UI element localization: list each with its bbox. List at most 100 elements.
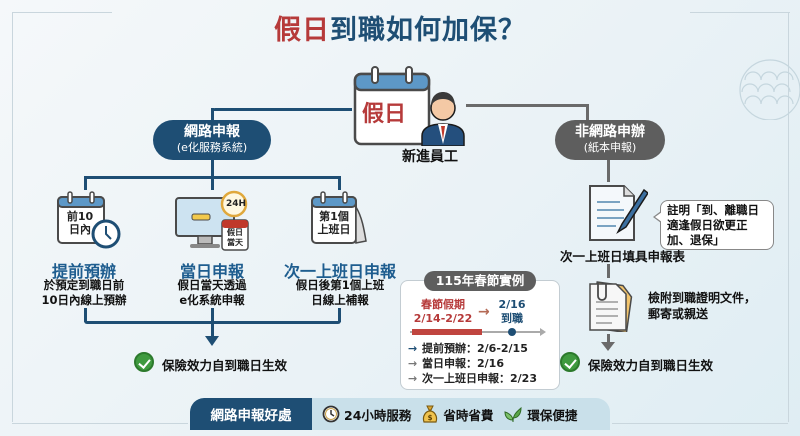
step1-icon-line1: 前10	[66, 210, 94, 223]
step2-title: 當日申報	[179, 262, 244, 281]
onboard-date-text: 2/16	[498, 298, 526, 311]
calendar-text: 假日	[362, 102, 407, 127]
connector-online-h	[212, 108, 352, 111]
online-pill-subtitle: (e化服務系統)	[176, 141, 248, 154]
offline-effect-text: 保險效力自到職日生效	[588, 358, 714, 373]
frame-left	[12, 12, 13, 422]
holiday-label: 春節假期 2/14-2/22	[408, 298, 478, 326]
step1-desc-line1: 於預定到職日前	[43, 278, 125, 292]
branch-mid-v	[211, 176, 214, 190]
benefit-save: $ 省時省費	[421, 404, 493, 424]
online-effect-text: 保險效力自到職日生效	[162, 358, 288, 373]
arrow-right-icon: →	[408, 372, 418, 385]
step1-desc-line2: 10日內線上預辦	[41, 293, 127, 307]
step2-icon-line1: 假日	[227, 228, 243, 237]
online-method-pill: 網路申報 (e化服務系統)	[153, 120, 271, 160]
step1-icon-line2: 日內	[69, 223, 91, 236]
offline-method-pill: 非網路申辦 (紙本申報)	[555, 120, 665, 160]
calendar-flip-icon	[311, 191, 367, 244]
example-row-1: →提前預辦：2/6-2/15	[408, 340, 528, 356]
benefit-save-label: 省時省費	[443, 407, 494, 423]
frame-top-right	[690, 12, 790, 13]
step3-desc: 假日後第1個上班 日線上補報	[290, 278, 390, 308]
benefit-24h: 24小時服務	[322, 405, 411, 424]
benefits-bar: 網路申報好處 24小時服務 $ 省時省費 環保便捷	[190, 398, 610, 430]
attach-line2: 郵寄或親送	[648, 307, 709, 321]
employee-label: 新進員工	[402, 149, 458, 165]
attach-line1: 檢附到職證明文件，	[648, 291, 757, 305]
holiday-range-text: 2/14-2/22	[413, 312, 473, 325]
benefit-eco: 環保便捷	[503, 405, 577, 424]
step3-desc-line2: 日線上補報	[311, 293, 369, 307]
frame-bottom	[12, 423, 188, 424]
frame-right	[788, 12, 789, 422]
offline-down-arrow-icon	[601, 342, 615, 351]
computer-24h-icon	[175, 190, 249, 251]
offline-dash-2	[607, 334, 610, 344]
attach-text: 檢附到職證明文件， 郵寄或親送	[648, 290, 756, 322]
example-row-2-text: 當日申報：2/16	[422, 357, 504, 370]
onboard-label-text: 到職	[501, 312, 523, 325]
timeline-holiday-bar	[412, 329, 482, 335]
step2-24h-badge: 24H	[226, 199, 247, 209]
form-label: 次一上班日填具申報表	[560, 249, 686, 264]
timeline-arrow-icon: →	[478, 304, 490, 320]
title-highlight: 假日	[274, 15, 330, 46]
online-pill-title: 網路申報	[184, 124, 240, 140]
calendar-clock-icon	[57, 191, 121, 249]
offline-check-icon	[560, 352, 580, 372]
frame-top	[12, 12, 112, 13]
online-trunk	[211, 160, 214, 178]
clock-icon	[322, 405, 340, 423]
check-icon	[134, 352, 154, 372]
benefits-head: 網路申報好處	[190, 398, 312, 430]
frame-bottom-right	[612, 423, 788, 424]
down-arrow-icon	[205, 336, 219, 346]
example-tag: 115年春節實例	[424, 271, 536, 291]
wave-pattern-icon	[739, 59, 800, 120]
example-row-2: → 當日申報：2/16	[408, 355, 504, 371]
connector-offline-h	[466, 104, 588, 107]
arrow-right-icon: →	[408, 357, 418, 370]
benefit-24h-label: 24小時服務	[344, 407, 412, 423]
step1-title: 提前預辦	[51, 262, 116, 281]
example-box	[400, 280, 560, 390]
employee-avatar-icon	[421, 92, 465, 146]
bubble-line2: 適逢假日欲更正	[667, 218, 748, 232]
merge-down-v	[211, 308, 214, 338]
benefit-eco-label: 環保便捷	[527, 407, 578, 423]
merge-left-v	[84, 308, 87, 322]
timeline-end-arrow-icon	[540, 328, 546, 336]
holiday-label-text: 春節假期	[421, 298, 465, 311]
step2-desc-line2: e化系統申報	[179, 293, 245, 307]
step1-desc: 於預定到職日前 10日內線上預辦	[34, 278, 134, 308]
step2-desc: 假日當天透過 e化系統申報	[162, 278, 262, 308]
svg-text:$: $	[428, 414, 433, 422]
bubble-line1: 註明「到、離職日	[667, 203, 759, 217]
branch-left-v	[84, 176, 87, 190]
offline-trunk	[607, 160, 610, 182]
step3-title: 次一上班日申報	[283, 262, 396, 281]
note-bubble: 註明「到、離職日 適逢假日欲更正 加、退保」	[653, 200, 774, 250]
merge-right-v	[338, 308, 341, 322]
step2-icon-line2: 當天	[227, 238, 243, 247]
offline-pill-subtitle: (紙本申報)	[583, 141, 637, 154]
step2-desc-line1: 假日當天透過	[177, 278, 247, 292]
onboard-label: 2/16 到職	[494, 298, 530, 326]
attachment-document-icon	[589, 281, 633, 332]
step2-icon-text: 假日 當天	[222, 228, 248, 248]
example-row-3: → 次一上班日申報：2/23	[408, 370, 537, 386]
step3-icon-text: 第1個 上班日	[314, 210, 354, 236]
step3-desc-line1: 假日後第1個上班	[295, 278, 385, 292]
page-title: 假日到職如何加保？	[0, 8, 800, 47]
money-bag-icon: $	[423, 405, 438, 423]
example-row-3-text: 次一上班日申報：2/23	[422, 372, 537, 385]
step3-icon-line2: 上班日	[317, 223, 351, 236]
calendar-icon	[353, 66, 431, 146]
leaf-icon	[504, 406, 522, 423]
branch-right-v	[338, 176, 341, 190]
title-rest: 到職如何加保？	[330, 15, 526, 46]
connector-offline-v	[586, 104, 589, 122]
step1-icon-text: 前10 日內	[62, 210, 98, 236]
connector-online-v	[211, 108, 214, 122]
